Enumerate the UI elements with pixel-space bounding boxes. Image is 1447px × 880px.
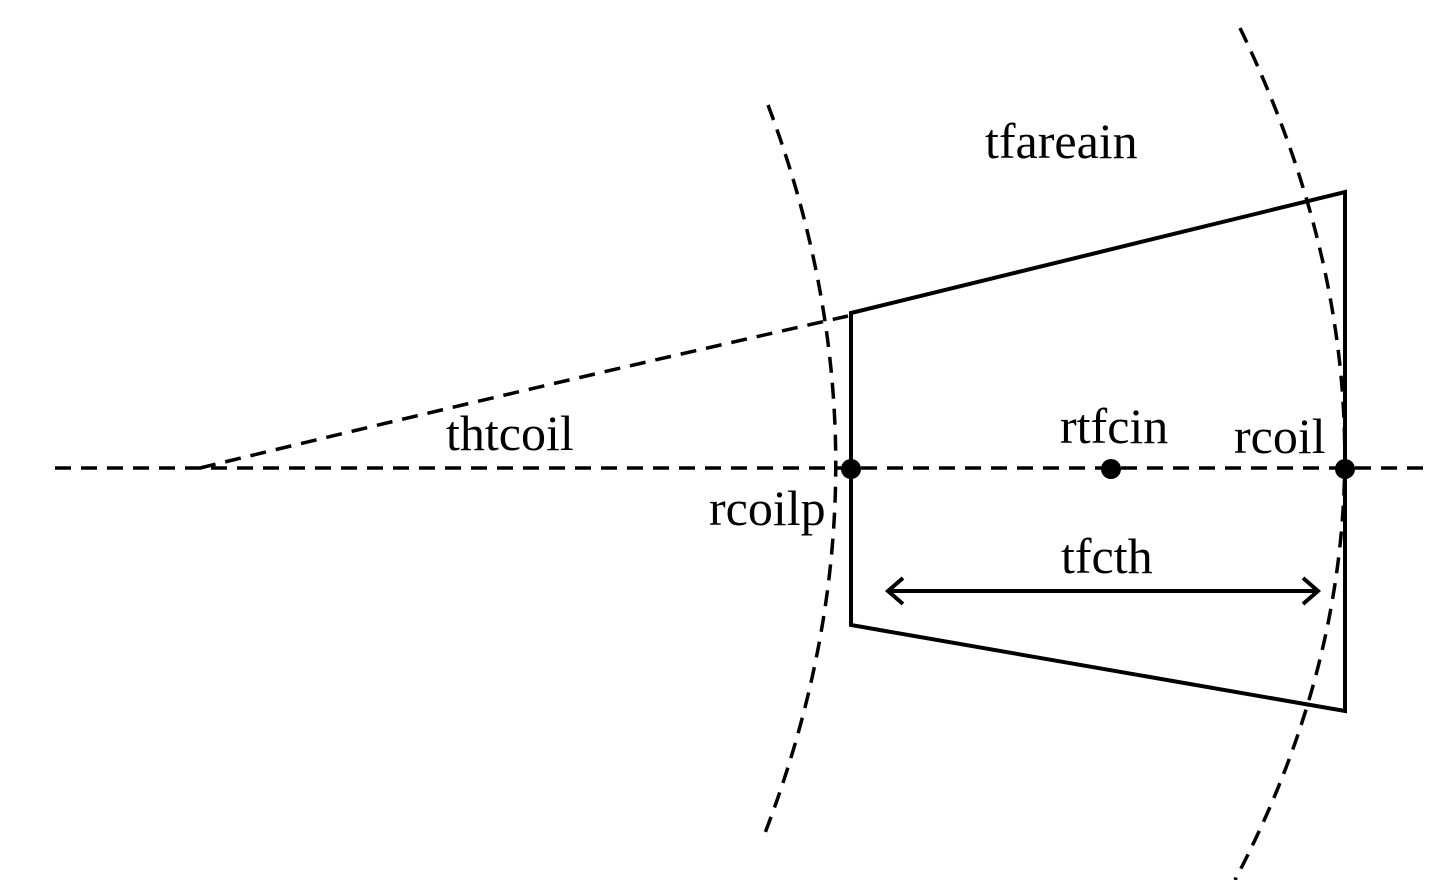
tfcth-arrowhead-left [884,576,905,606]
label-tfcth: tfcth [1061,528,1153,584]
rcoil-point [1335,459,1355,479]
tfcth-dimension-arrow [884,576,1322,606]
rcoilp-point [841,459,861,479]
rtfcin-point [1101,459,1121,479]
tfcth-arrowhead-right [1301,576,1322,606]
coil-trapezoid [849,189,1347,714]
inner-radius-arc [763,104,838,834]
label-rtfcin: rtfcin [1060,398,1168,454]
label-rcoil: rcoil [1234,408,1326,464]
label-thtcoil: thtcoil [446,405,574,461]
label-tfareain: tfareain [985,113,1138,169]
angle-ray-dashed [199,314,849,470]
label-rcoilp: rcoilp [709,480,826,536]
